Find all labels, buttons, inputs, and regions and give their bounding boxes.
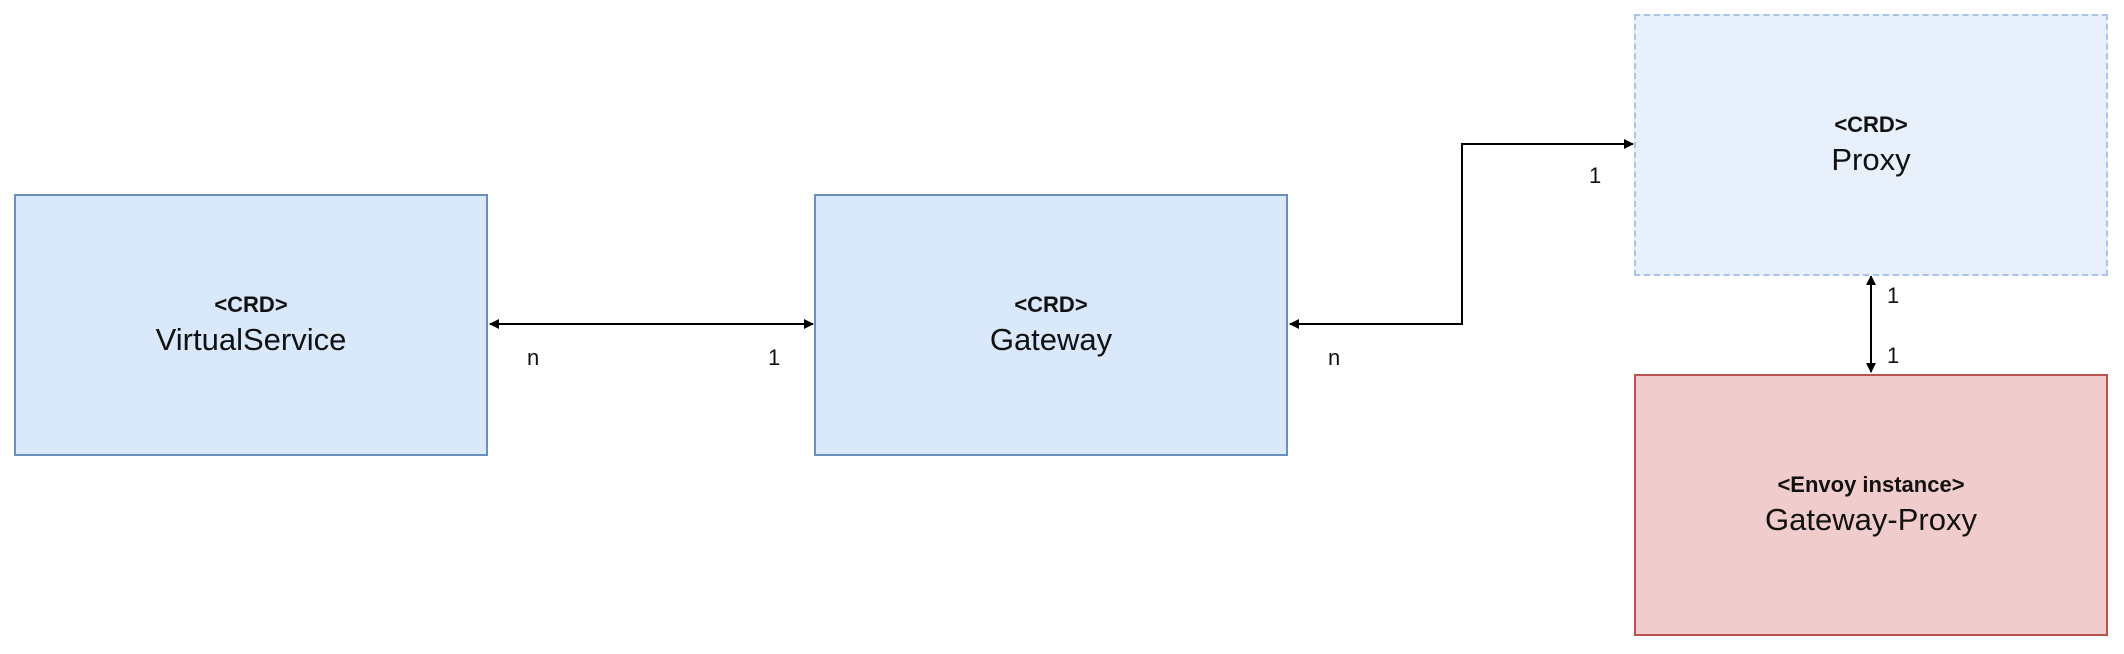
proxy-stereotype: <CRD> xyxy=(1834,112,1908,137)
proxy-envoy-source-multiplicity: 1 xyxy=(1887,283,1900,308)
gateway-proxy-stereotype: <Envoy instance> xyxy=(1777,472,1965,497)
gateway-proxy-name: Gateway-Proxy xyxy=(1765,502,1977,537)
edge-gateway-proxy xyxy=(1289,139,1634,329)
virtualservice-name: VirtualService xyxy=(155,322,347,357)
gateway-proxy-target-multiplicity: 1 xyxy=(1589,163,1602,188)
vs-gateway-target-multiplicity: 1 xyxy=(768,345,781,370)
gateway-node[interactable]: <CRD> Gateway xyxy=(814,194,1288,456)
proxy-envoy-target-multiplicity: 1 xyxy=(1887,343,1900,368)
virtualservice-stereotype: <CRD> xyxy=(214,292,288,317)
proxy-name: Proxy xyxy=(1831,142,1911,177)
proxy-node[interactable]: <CRD> Proxy xyxy=(1634,14,2108,276)
gateway-proxy-node[interactable]: <Envoy instance> Gateway-Proxy xyxy=(1634,374,2108,636)
gateway-stereotype: <CRD> xyxy=(1014,292,1088,317)
gateway-proxy-source-multiplicity: n xyxy=(1328,345,1341,370)
virtualservice-node[interactable]: <CRD> VirtualService xyxy=(14,194,488,456)
vs-gateway-source-multiplicity: n xyxy=(527,345,540,370)
gateway-name: Gateway xyxy=(989,322,1113,357)
